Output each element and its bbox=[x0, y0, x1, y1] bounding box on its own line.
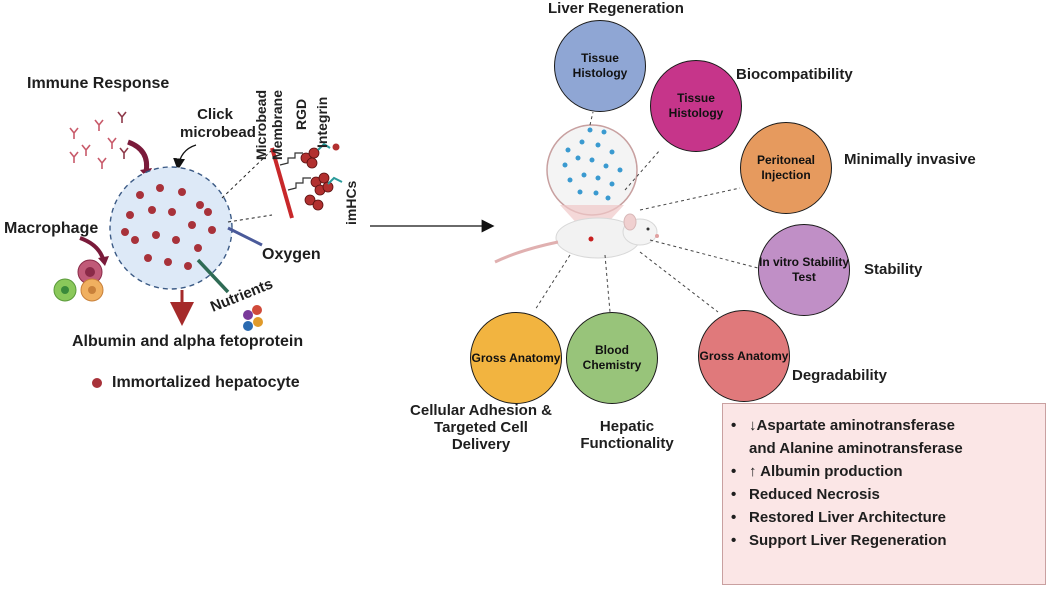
finding-item: Support Liver Regeneration bbox=[731, 529, 1045, 552]
minimally-invasive-label: Minimally invasive bbox=[844, 151, 976, 168]
liver-regeneration-label: Liver Regeneration bbox=[548, 0, 684, 17]
finding-item: ↓Aspartate aminotransferase and Alanine … bbox=[731, 414, 979, 460]
albumin-label: Albumin and alpha fetoprotein bbox=[72, 333, 304, 350]
oxygen-line bbox=[227, 226, 263, 247]
stability-label: Stability bbox=[864, 261, 923, 278]
circle-gross-anatomy-2: Gross Anatomy bbox=[470, 312, 562, 404]
finding-item: ↑ Albumin production bbox=[731, 460, 1045, 483]
click-microbead-label: Click microbead bbox=[180, 106, 256, 141]
finding-item: Restored Liver Architecture bbox=[731, 506, 1045, 529]
circle-tissue-histology-1: Tissue Histology bbox=[554, 20, 646, 112]
degradability-label: Degradability bbox=[792, 367, 888, 384]
oxygen-label: Oxygen bbox=[262, 246, 321, 263]
mouse bbox=[494, 213, 659, 264]
circle-in-vitro-stability: In vitro Stability Test bbox=[758, 224, 850, 316]
immune-arrow bbox=[127, 139, 150, 173]
biocompatibility-label: Biocompatibility bbox=[736, 66, 853, 83]
microbead-membrane-label: Microbead Membrane bbox=[253, 89, 285, 160]
circle-tissue-histology-2: Tissue Histology bbox=[650, 60, 742, 152]
circle-blood-chemistry: Blood Chemistry bbox=[566, 312, 658, 404]
macrophage-label: Macrophage bbox=[4, 220, 99, 237]
legend-cell bbox=[92, 378, 102, 388]
microbead-dots bbox=[562, 127, 623, 201]
membrane-line bbox=[270, 147, 294, 219]
imhcs-label: imHCs bbox=[343, 180, 359, 225]
click-arrow bbox=[173, 144, 197, 171]
hepatic-functionality-label: Hepatic Functionality bbox=[580, 418, 674, 452]
imhc-clusters bbox=[300, 147, 334, 211]
circle-peritoneal-injection: Peritoneal Injection bbox=[740, 122, 832, 214]
antibody-icons bbox=[69, 111, 129, 169]
rgd-label: RGD bbox=[293, 98, 309, 130]
circle-gross-anatomy-1: Gross Anatomy bbox=[698, 310, 790, 402]
integrin-label: Integrin bbox=[314, 96, 330, 148]
immune-response-label: Immune Response bbox=[27, 75, 170, 92]
legend-label: Immortalized hepatocyte bbox=[112, 374, 300, 391]
nutrients-line bbox=[196, 258, 230, 294]
connectors bbox=[534, 111, 759, 313]
cellular-adhesion-label: Cellular Adhesion & Targeted Cell Delive… bbox=[410, 402, 552, 453]
zoom-circle bbox=[546, 124, 638, 216]
findings-box: ↓Aspartate aminotransferase and Alanine … bbox=[722, 403, 1046, 585]
hepatocyte-cells bbox=[121, 184, 216, 270]
finding-item: Reduced Necrosis bbox=[731, 483, 1045, 506]
